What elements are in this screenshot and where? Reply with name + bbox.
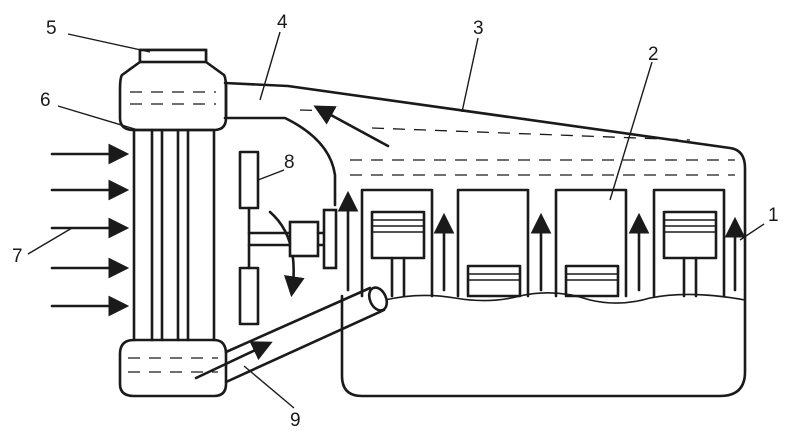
return-flow-arrow	[313, 105, 390, 148]
label-9: 9	[290, 410, 301, 431]
label-7: 7	[12, 246, 23, 267]
part-labels: 1 2 3 4 5 6 7 8 9	[12, 12, 779, 431]
cylinder	[456, 188, 530, 298]
cylinder	[360, 188, 434, 298]
label-5: 5	[46, 18, 57, 39]
label-8: 8	[284, 152, 295, 173]
cylinder	[652, 188, 726, 298]
jacket-flow-arrows	[337, 190, 746, 292]
label-3: 3	[473, 18, 484, 39]
leader-lines	[27, 31, 765, 409]
label-4: 4	[277, 12, 288, 33]
cylinder-row	[360, 188, 726, 298]
radiator	[118, 48, 228, 398]
label-1: 1	[768, 205, 779, 226]
label-2: 2	[648, 44, 659, 65]
fan	[238, 150, 338, 326]
airflow-arrows	[50, 143, 130, 317]
lower-hose	[194, 286, 389, 384]
label-6: 6	[40, 90, 51, 111]
engine-block	[223, 81, 747, 398]
cylinder	[554, 188, 628, 298]
